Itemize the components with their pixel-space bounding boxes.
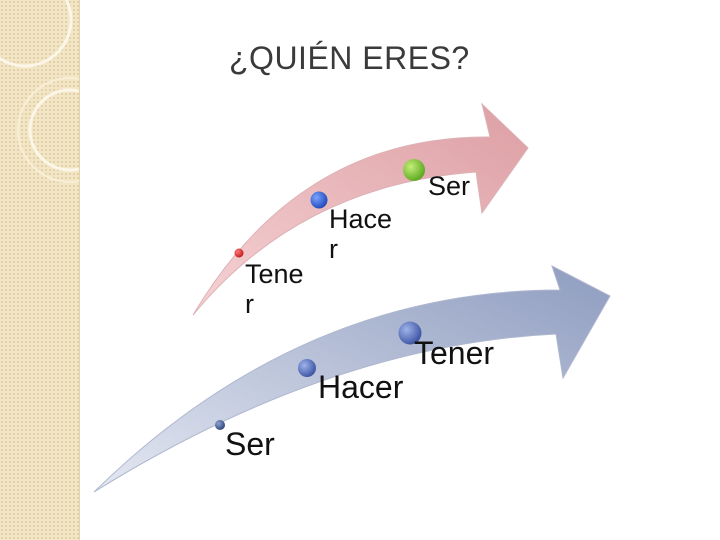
sidebar-rings — [0, 0, 79, 183]
bottom-curved-arrow — [93, 264, 611, 493]
top-label-tener: Tener — [245, 259, 304, 320]
bottom-dot-tener — [398, 321, 422, 345]
top-dot-tener — [234, 248, 244, 258]
bottom-dot-hacer — [298, 359, 316, 377]
top-label-ser: Ser — [428, 171, 471, 201]
top-dot-hacer — [310, 191, 328, 209]
bottom-label-tener: Tener — [414, 335, 495, 371]
slide-title: ¿QUIÉN ERES? — [229, 40, 470, 76]
bottom-label-hacer: Hacer — [318, 369, 404, 405]
decorative-sidebar — [0, 0, 80, 540]
top-label-hacer: Hacer — [329, 204, 393, 265]
bottom-label-ser: Ser — [225, 426, 275, 462]
bottom-dot-ser — [215, 420, 225, 430]
top-curved-arrow — [192, 102, 529, 316]
top-dot-ser — [403, 159, 425, 181]
